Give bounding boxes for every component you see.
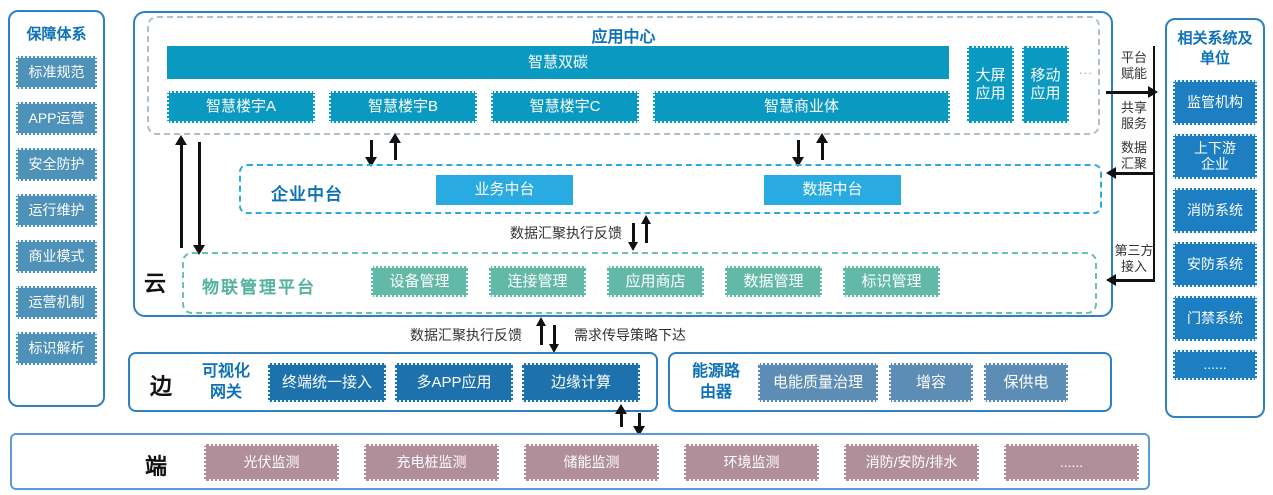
related-system-box: ......	[1173, 349, 1257, 380]
edge-feedback-label: 数据汇聚执行反馈	[410, 327, 522, 343]
side-app-box: 移动 应用	[1022, 46, 1069, 123]
side-app-box: 大屏 应用	[967, 46, 1014, 123]
router-module-box: 保供电	[984, 363, 1069, 402]
visual-gateway-label: 可视化 网关	[201, 363, 250, 401]
guarantee-item-box: 商业模式	[16, 240, 97, 273]
arrow-up-icon	[615, 404, 627, 427]
edge-demand-label: 需求传导策略下达	[574, 327, 686, 343]
iot-module-box: 数据管理	[725, 266, 822, 297]
terminal-device-box: ......	[1004, 444, 1139, 481]
arrow-up-icon	[641, 215, 651, 243]
shared-service-label: 共享 服务	[1120, 100, 1147, 132]
arrow-up-icon	[536, 317, 546, 345]
guarantee-item-box: 标准规范	[16, 56, 97, 89]
terminal-device-list: 光伏监测充电桩监测储能监测环境监测消防/安防/排水......	[204, 444, 1139, 481]
main-platform-panel: 应用中心 智慧双碳 智慧楼宇A 智慧楼宇B 智慧楼宇C 智慧商业体 大屏 应用移动 应…	[133, 11, 1113, 317]
visual-gateway-panel: 边 可视化 网关 终端统一接入多APP应用边缘计算	[128, 352, 658, 412]
guarantee-item-box: APP运营	[16, 102, 97, 135]
iot-module-box: 应用商店	[607, 266, 704, 297]
arrow-right-icon	[1106, 86, 1158, 98]
arrow-left-icon	[1106, 274, 1153, 286]
related-system-box: 监管机构	[1173, 79, 1257, 125]
iot-module-box: 标识管理	[843, 266, 940, 297]
related-system-box: 门禁系统	[1173, 295, 1257, 341]
related-system-list: 监管机构上下游 企业消防系统安防系统门禁系统......	[1167, 79, 1263, 380]
arrow-down-icon	[193, 142, 205, 255]
terminal-layer-label: 端	[145, 454, 168, 479]
guarantee-system-title: 保障体系	[26, 26, 87, 43]
arrow-down-icon	[633, 413, 645, 436]
arrow-up-icon	[175, 135, 187, 248]
guarantee-system-panel: 保障体系 标准规范 APP运营安全防护运行维护商业模式运营机制标识解析	[8, 10, 105, 407]
connector-bus-line	[1153, 46, 1155, 282]
related-systems-panel: 相关系统及 单位 监管机构上下游 企业消防系统安防系统门禁系统......	[1165, 18, 1265, 418]
third-party-access-label: 第三方 接入	[1114, 243, 1154, 275]
energy-router-label: 能源路 由器	[691, 363, 740, 401]
app-box: 智慧楼宇B	[329, 91, 477, 123]
gateway-module-list: 终端统一接入多APP应用边缘计算	[268, 363, 640, 402]
enterprise-platform-label: 企业中台	[271, 185, 343, 204]
cloud-feedback-label: 数据汇聚执行反馈	[510, 225, 622, 241]
data-aggregation-label: 数据 汇聚	[1120, 140, 1147, 172]
edge-layer-label: 边	[150, 374, 173, 399]
app-box: 智慧楼宇C	[491, 91, 639, 123]
guarantee-item-list: 标准规范 APP运营安全防护运行维护商业模式运营机制标识解析	[10, 56, 103, 365]
related-system-box: 安防系统	[1173, 241, 1257, 287]
related-systems-title: 相关系统及 单位	[1177, 30, 1253, 68]
terminal-panel: 端 光伏监测充电桩监测储能监测环境监测消防/安防/排水......	[10, 433, 1150, 490]
side-app-row: 大屏 应用移动 应用	[967, 46, 1069, 123]
router-module-box: 增容	[889, 363, 974, 402]
arrow-up-icon	[816, 133, 828, 160]
terminal-device-box: 消防/安防/排水	[844, 444, 979, 481]
iot-platform-box: 物联管理平台 设备管理连接管理应用商店数据管理标识管理	[182, 252, 1097, 314]
platform-box: 业务中台	[436, 175, 573, 205]
platform-box: 数据中台	[764, 175, 901, 205]
app-center-box: 应用中心 智慧双碳 智慧楼宇A 智慧楼宇B 智慧楼宇C 智慧商业体 大屏 应用移动 应…	[147, 16, 1100, 135]
cloud-feedback-row: 数据汇聚执行反馈	[510, 215, 651, 251]
arrow-up-icon	[389, 133, 401, 160]
gateway-module-box: 多APP应用	[395, 363, 513, 402]
iot-platform-label: 物联管理平台	[202, 278, 316, 297]
terminal-device-box: 储能监测	[524, 444, 659, 481]
guarantee-item-box: 运行维护	[16, 194, 97, 227]
app-box: 智慧楼宇A	[167, 91, 315, 123]
app-box: 智慧商业体	[653, 91, 950, 123]
iot-module-box: 连接管理	[489, 266, 586, 297]
guarantee-item-box: 标识解析	[16, 332, 97, 365]
terminal-device-box: 光伏监测	[204, 444, 339, 481]
arrow-down-icon	[792, 140, 804, 167]
enterprise-platform-list: 业务中台 数据中台	[241, 166, 1100, 212]
smart-dual-carbon-banner: 智慧双碳	[167, 46, 949, 79]
app-center-title: 应用中心	[591, 29, 656, 46]
iot-module-box: 设备管理	[371, 266, 468, 297]
arrow-down-icon	[365, 140, 377, 167]
iot-module-list: 设备管理连接管理应用商店数据管理标识管理	[371, 266, 940, 297]
gateway-module-box: 边缘计算	[522, 363, 640, 402]
arrow-left-icon	[1106, 167, 1153, 179]
terminal-device-box: 环境监测	[684, 444, 819, 481]
related-system-box: 上下游 企业	[1173, 133, 1257, 179]
energy-router-panel: 能源路 由器 电能质量治理增容保供电	[668, 352, 1112, 412]
app-row: 智慧楼宇A 智慧楼宇B 智慧楼宇C 智慧商业体	[167, 91, 950, 123]
arrow-down-icon	[628, 223, 638, 251]
enterprise-platform-box: 企业中台 业务中台 数据中台	[239, 164, 1102, 214]
guarantee-item-box: 运营机制	[16, 286, 97, 319]
guarantee-item-box: 安全防护	[16, 148, 97, 181]
edge-feedback-row: 数据汇聚执行反馈 需求传导策略下达	[410, 317, 686, 353]
router-module-box: 电能质量治理	[758, 363, 879, 402]
router-module-list: 电能质量治理增容保供电	[758, 363, 1069, 402]
more-apps-ellipsis: ...	[1079, 62, 1093, 77]
cloud-layer-label: 云	[144, 271, 167, 296]
terminal-device-box: 充电桩监测	[364, 444, 499, 481]
gateway-module-box: 终端统一接入	[268, 363, 386, 402]
platform-enable-label: 平台 赋能	[1120, 50, 1147, 82]
arrow-down-icon	[549, 325, 559, 353]
related-system-box: 消防系统	[1173, 187, 1257, 233]
